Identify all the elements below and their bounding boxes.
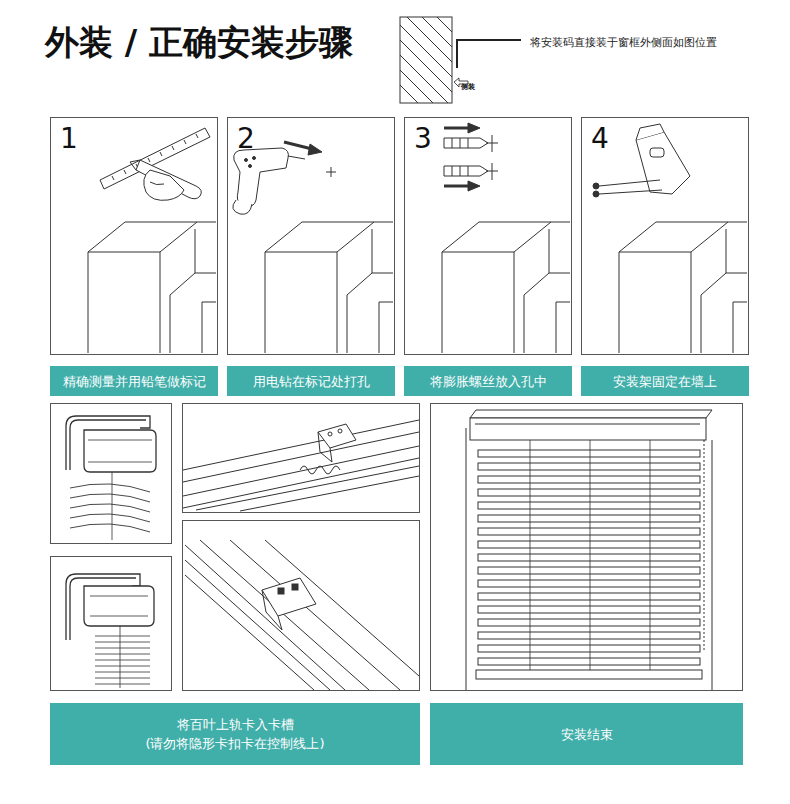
step-panel: 2 [227, 117, 395, 355]
detail-panels [51, 404, 743, 691]
ruler-pencil [100, 128, 210, 200]
step-panel: 4 [581, 117, 749, 355]
step-panel: 1 [50, 117, 218, 355]
caption-stack: 安装架固定在墙上 [613, 372, 717, 391]
caption-stack: 将百叶上轨卡入卡槽 (请勿将隐形卡扣卡在控制线上) [120, 715, 350, 753]
anchors [444, 123, 498, 191]
caption-text: 精确测量并用铅笔做标记 [63, 372, 206, 391]
step-number: 1 [60, 122, 78, 156]
caption-bar: 将百叶上轨卡入卡槽 (请勿将隐形卡扣卡在控制线上) [50, 703, 420, 765]
caption-bar: 安装架固定在墙上 [581, 366, 749, 396]
step-number: 3 [414, 122, 432, 156]
note-label: 将安装码直接装于窗框外侧面如图位置 [530, 36, 717, 50]
caption-text: 用电钻在标记处打孔 [253, 372, 370, 391]
caption-bar: 用电钻在标记处打孔 [227, 366, 395, 396]
caption-stack: 将膨胀螺丝放入孔中 [430, 372, 547, 391]
step-panel: 3 [404, 117, 572, 355]
caption-bar: 安装结束 [430, 703, 743, 765]
finished-blind [466, 410, 712, 690]
caption-text: 安装结束 [561, 725, 613, 744]
caption-stack: 安装结束 [561, 725, 613, 744]
caption-bar: 将膨胀螺丝放入孔中 [404, 366, 572, 396]
bracket-profile [66, 574, 154, 688]
caption-bar: 精确测量并用铅笔做标记 [50, 366, 218, 396]
caption-text: 将膨胀螺丝放入孔中 [430, 372, 547, 391]
caption-stack: 精确测量并用铅笔做标记 [63, 372, 206, 391]
page-title: 外装 / 正确安装步骤 [45, 20, 353, 64]
step-number: 2 [237, 122, 255, 156]
step-number: 4 [591, 122, 609, 156]
caption-text: 安装架固定在墙上 [613, 372, 717, 391]
caption-text: 将百叶上轨卡入卡槽 (请勿将隐形卡扣卡在控制线上) [120, 715, 350, 753]
rail-perspective [183, 420, 419, 511]
caption-stack: 用电钻在标记处打孔 [253, 372, 370, 391]
bracket-profile [66, 416, 156, 540]
rail-perspective [185, 540, 419, 690]
note-label: 侧装 [461, 83, 475, 92]
